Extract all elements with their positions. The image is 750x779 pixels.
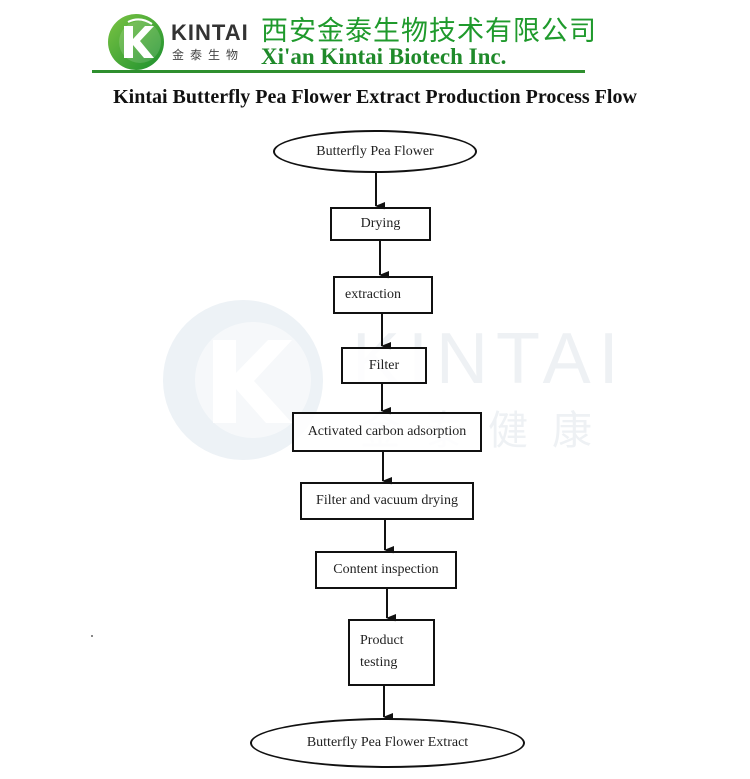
- step-label: Filter and vacuum drying: [316, 493, 458, 508]
- end-node: Butterfly Pea Flower Extract: [250, 718, 525, 768]
- step-label: Filter: [368, 357, 400, 373]
- step-label-line1: Product: [360, 633, 404, 648]
- header-divider: [92, 70, 585, 73]
- step-extraction: extraction: [333, 276, 433, 314]
- start-node: Butterfly Pea Flower: [273, 130, 477, 173]
- company-name-en: Xi'an Kintai Biotech Inc.: [261, 44, 507, 69]
- start-node-label: Butterfly Pea Flower: [316, 143, 434, 159]
- step-content-inspection: Content inspection: [315, 551, 457, 589]
- step-drying: Drying: [330, 207, 431, 241]
- kintai-logo-icon: [106, 12, 166, 72]
- step-filter-vacuum-drying: Filter and vacuum drying: [300, 482, 474, 520]
- step-filter: Filter: [341, 347, 427, 384]
- end-node-label: Butterfly Pea Flower Extract: [306, 735, 469, 750]
- stray-dot: [91, 635, 93, 637]
- watermark-logo-icon: [158, 295, 328, 465]
- step-label: extraction: [345, 287, 401, 302]
- step-label: Drying: [360, 216, 401, 231]
- brand-name-cn: 金泰生物: [172, 48, 245, 62]
- step-label-line2: testing: [360, 655, 398, 670]
- step-product-testing: Product testing: [348, 619, 435, 686]
- step-label: Activated carbon adsorption: [307, 424, 467, 439]
- company-name-cn: 西安金泰生物技术有限公司: [261, 16, 597, 47]
- document-title: Kintai Butterfly Pea Flower Extract Prod…: [113, 86, 637, 108]
- brand-name: KINTAI: [171, 20, 249, 45]
- step-label: Content inspection: [333, 562, 439, 577]
- step-activated-carbon-adsorption: Activated carbon adsorption: [292, 412, 482, 452]
